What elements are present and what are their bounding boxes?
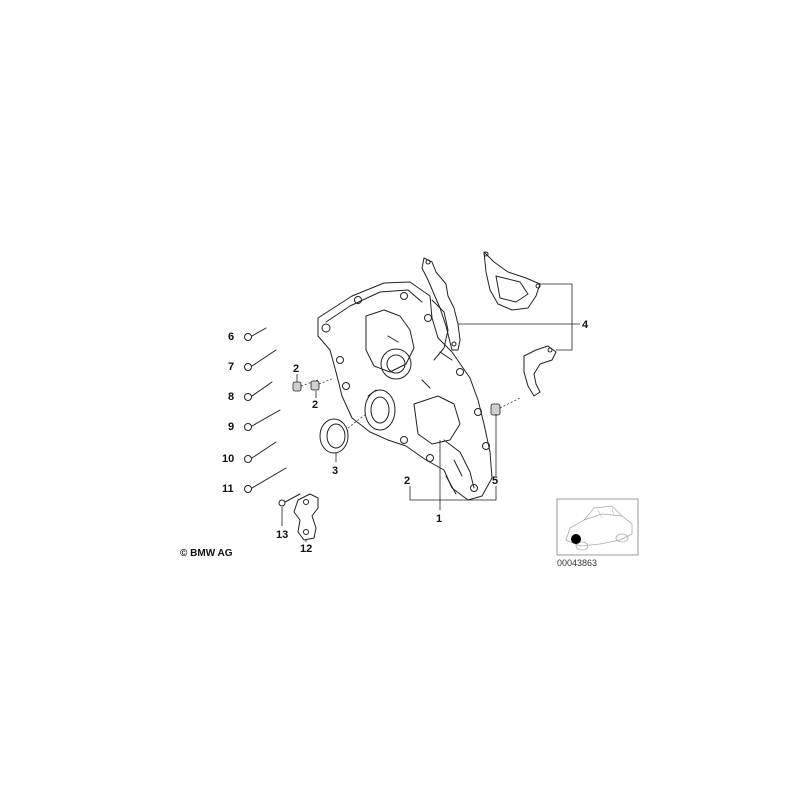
dowel-sleeve-lower [310,377,335,391]
callout-12: 12 [300,543,312,555]
callout-10: 10 [222,453,234,465]
bolt-13 [278,493,301,507]
callout-2-right: 2 [404,475,410,487]
callout-8: 8 [228,391,234,403]
bolt-6 [244,327,267,341]
callout-4: 4 [582,319,589,331]
callout-11: 11 [222,483,234,495]
location-marker [571,534,581,544]
callout-6: 6 [228,331,234,343]
bolt-8 [244,381,273,401]
gasket-square [483,251,541,311]
vehicle-locator-thumbnail [556,498,639,556]
callout-7: 7 [228,361,234,373]
timing-case-cover [317,281,493,501]
bolt-9 [244,409,281,431]
bolt-11 [244,467,287,493]
gasket-left [421,257,461,351]
copyright: © BMW AG [180,548,233,559]
shaft-seal [319,413,367,454]
gasket-right [523,345,557,397]
reference-number: 00043863 [557,558,597,568]
callout-2-upper: 2 [293,363,299,375]
car-outline [565,505,633,551]
dowel-sleeve-right [490,397,521,416]
bolt-7 [244,349,277,371]
bracket [293,493,319,541]
callout-3: 3 [332,465,338,477]
callout-2-lower: 2 [312,399,318,411]
callout-9: 9 [228,421,234,433]
callout-1: 1 [436,513,442,525]
callout-13: 13 [276,529,288,541]
callout-5: 5 [492,475,498,487]
bolt-10 [244,441,277,463]
